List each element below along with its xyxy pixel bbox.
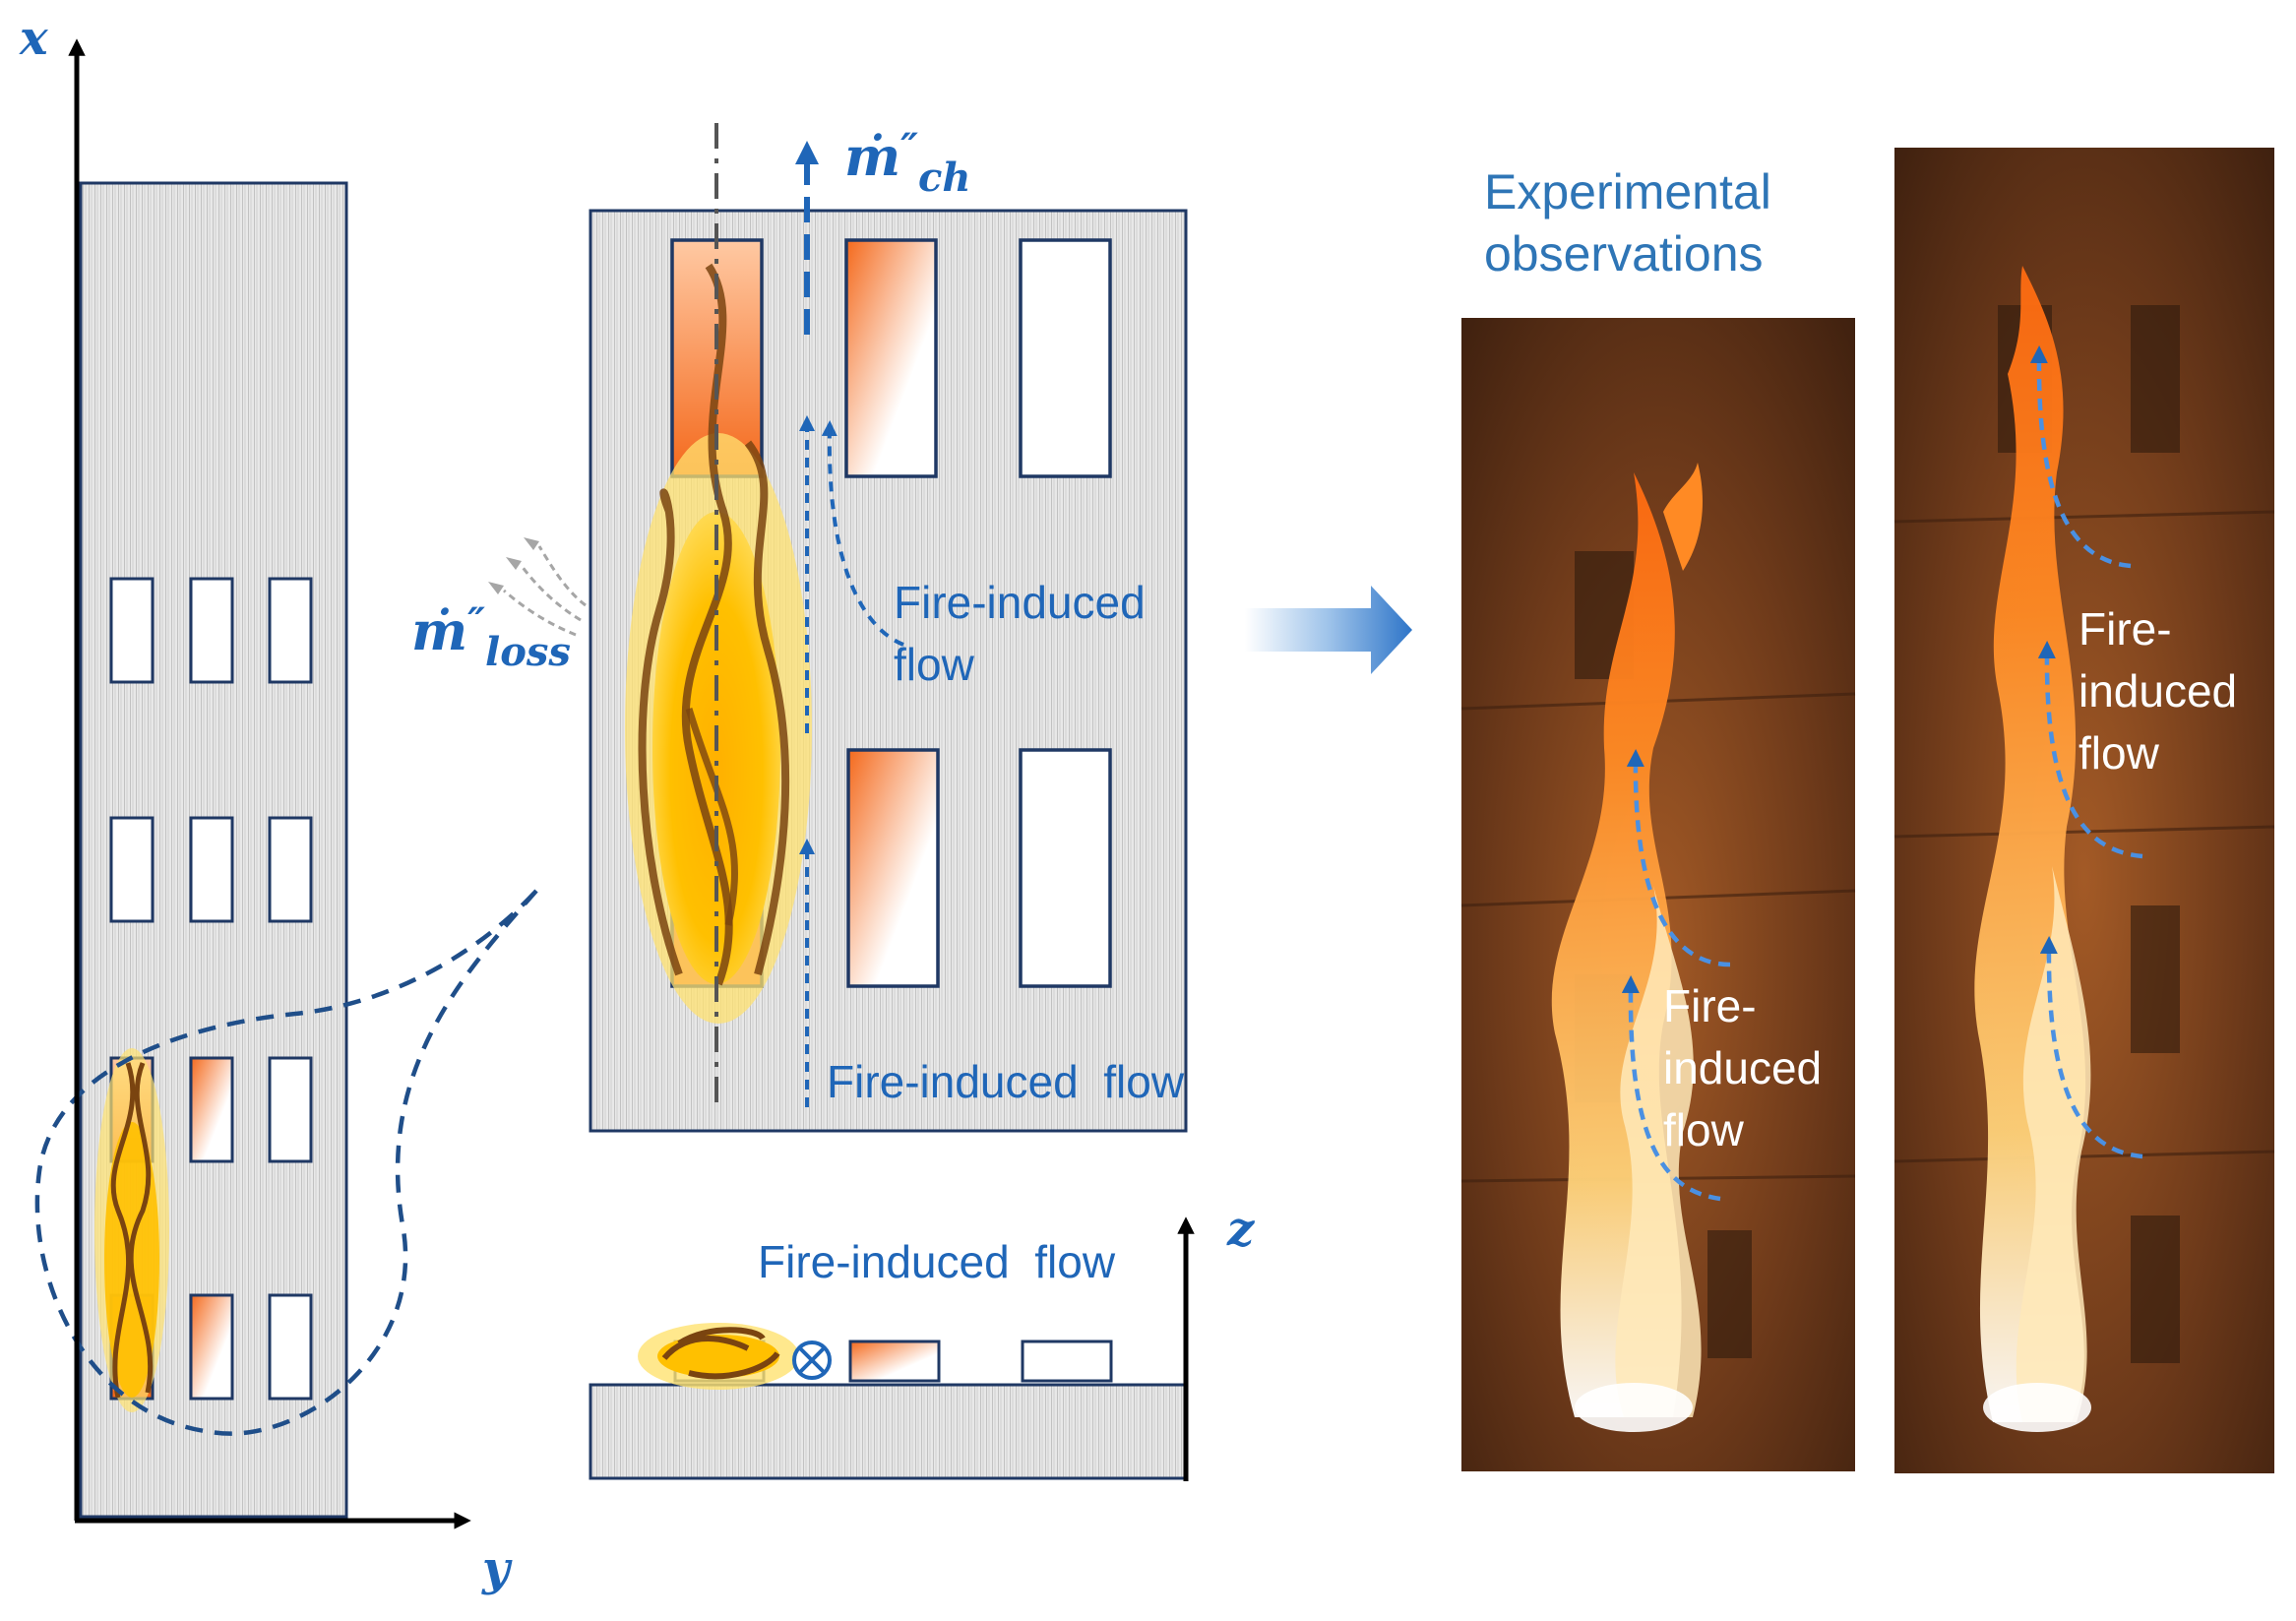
photo-1-flow-label: Fire- induced flow — [1663, 980, 1834, 1155]
z-axis-label: z — [1226, 1202, 1256, 1257]
transition-arrow — [1245, 586, 1412, 674]
photo-1-flow-arrow-upper — [1626, 749, 1731, 967]
mass-flux-loss-symbol: ṁ″loss — [411, 599, 571, 675]
zoom-callout — [34, 889, 538, 1436]
photo-1-flow-arrow-lower — [1621, 975, 1721, 1202]
flow-label-lower: Fire-induced flow — [827, 1056, 1185, 1107]
flow-label-upper: Fire-induced flow — [894, 577, 1157, 690]
building-flame — [94, 1048, 169, 1412]
experimental-label: Experimental observations — [1484, 164, 1785, 281]
left-axes — [68, 38, 471, 1529]
flow-label-side: Fire-induced flow — [758, 1236, 1116, 1287]
mass-flux-channel-symbol: ṁ″ch — [844, 125, 970, 201]
photo-2-flow-arrow-low — [2039, 936, 2143, 1159]
side-view — [589, 1323, 1188, 1480]
out-of-plane-symbol — [792, 1340, 832, 1380]
photo-2 — [1893, 148, 2275, 1473]
photo-2-flow-label: Fire- induced flow — [2079, 603, 2250, 779]
photo-2-flow-arrow-top — [2029, 345, 2132, 569]
photo-2-flow-arrow-mid — [2037, 641, 2143, 859]
x-axis-label: x — [19, 11, 49, 66]
heat-loss-arrows — [488, 537, 587, 637]
photo-1 — [1460, 318, 1856, 1471]
y-axis-label: y — [481, 1541, 513, 1596]
